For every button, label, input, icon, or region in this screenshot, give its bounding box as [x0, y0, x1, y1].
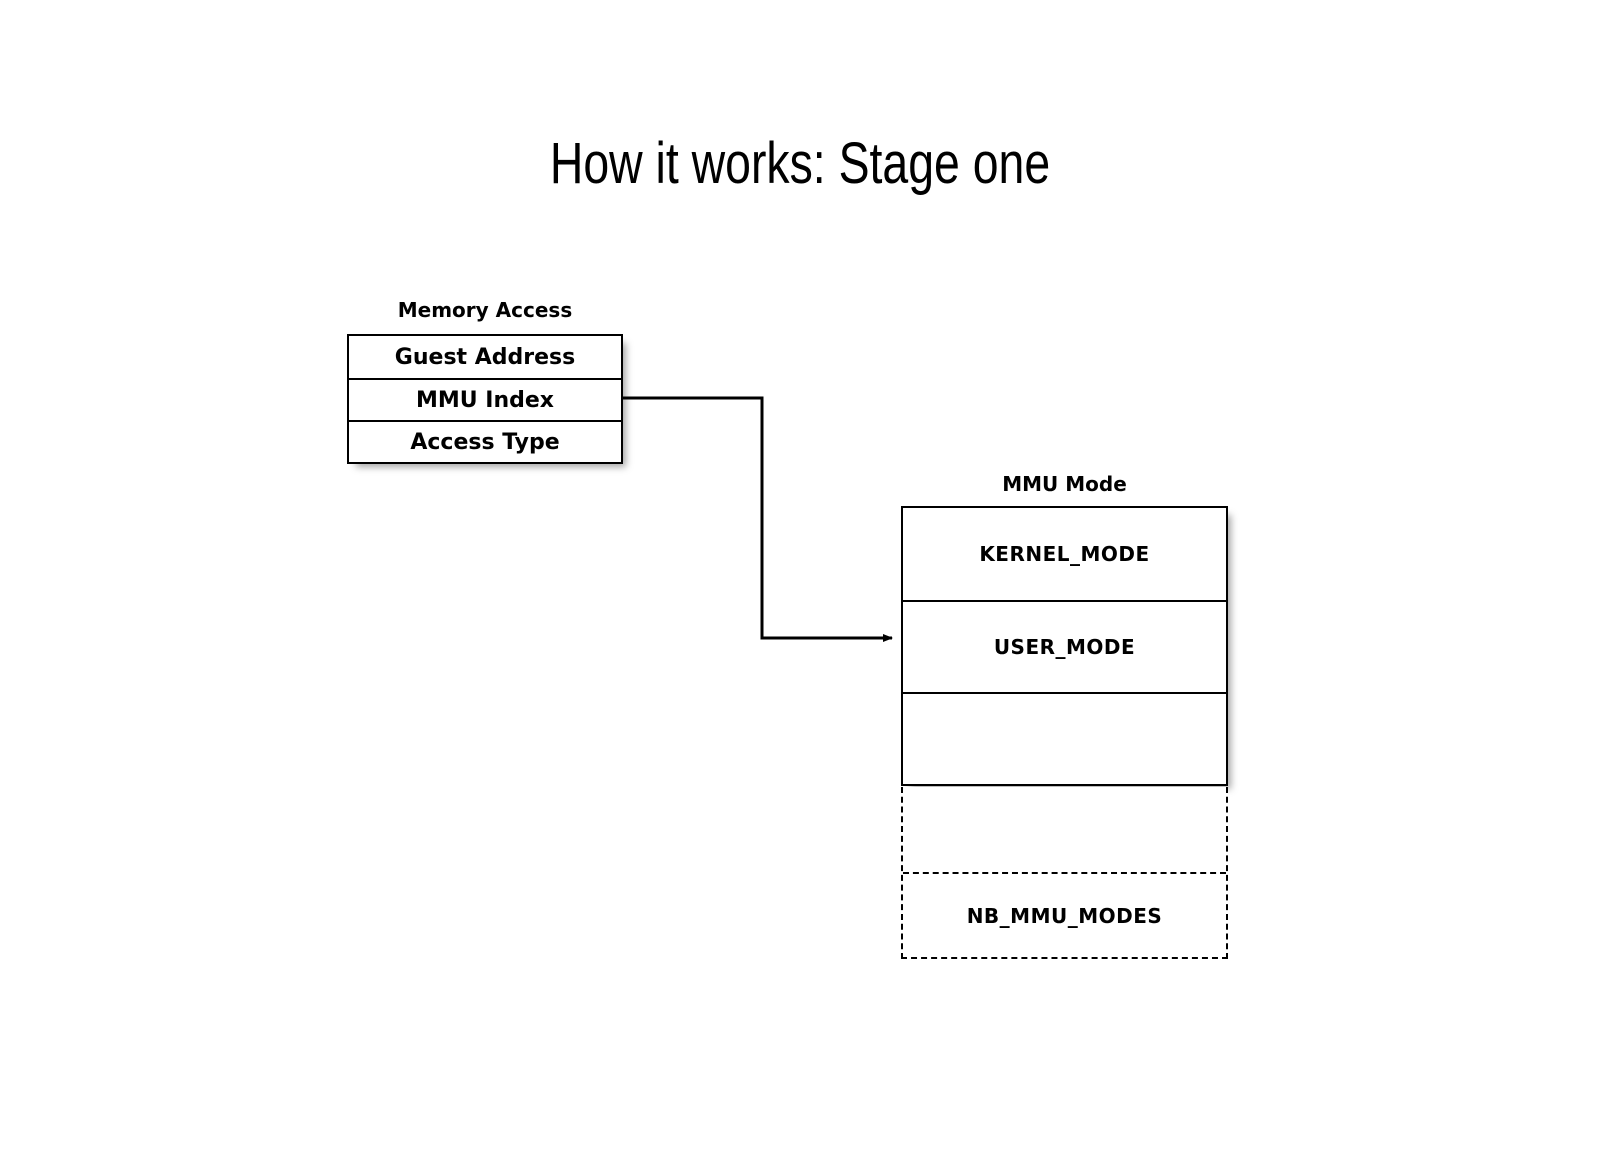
mmu-mode-caption: MMU Mode [1002, 472, 1127, 496]
mmu-mode-row-kernel-mode: KERNEL_MODE [903, 508, 1226, 600]
memory-access-caption: Memory Access [397, 298, 573, 322]
page-title: How it works: Stage one [549, 131, 1051, 196]
mmu-mode-dashed-row-nb-mmu-modes: NB_MMU_MODES [903, 872, 1226, 957]
memory-access-stack: Guest Address MMU Index Access Type [347, 334, 623, 464]
memory-access-row-mmu-index: MMU Index [349, 378, 621, 420]
connector-arrow-mmu-index-to-user-mode [622, 396, 893, 642]
mmu-mode-dashed-row-empty [903, 787, 1226, 872]
mmu-mode-stack: KERNEL_MODE USER_MODE [901, 506, 1228, 786]
mmu-mode-row-user-mode: USER_MODE [903, 600, 1226, 692]
connector-path [622, 396, 893, 642]
mmu-mode-dashed-continuation: NB_MMU_MODES [901, 787, 1228, 959]
memory-access-row-guest-address: Guest Address [349, 336, 621, 378]
mmu-mode-row-empty [903, 692, 1226, 784]
memory-access-row-access-type: Access Type [349, 420, 621, 462]
